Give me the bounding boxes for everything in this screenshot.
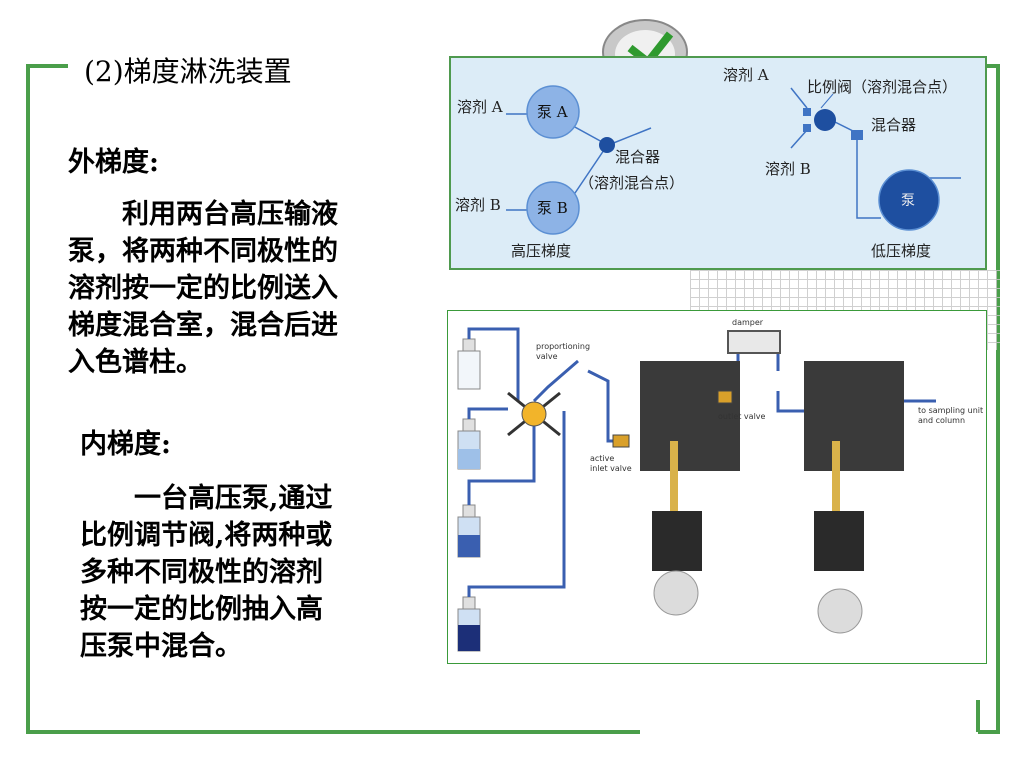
inner-line: 一台高压泵,通过: [80, 483, 333, 514]
pump-circle: [878, 169, 940, 231]
low-pressure-label: 低压梯度: [871, 242, 931, 260]
logo-icon: [602, 19, 688, 64]
active-inlet-valve-icon: [612, 434, 630, 448]
gradient-schematic: 溶剂 A 泵 A 溶剂 B 泵 B 混合器 （溶剂混合点） 高压梯度 溶剂 A …: [455, 66, 961, 260]
outer-line: 梯度混合室，混合后进: [68, 310, 338, 341]
mixer-box: [851, 130, 863, 140]
outer-line: 入色谱柱。: [68, 347, 203, 378]
cam-2: [817, 588, 863, 634]
inner-line: 压泵中混合。: [80, 631, 242, 662]
to-sampling-label: and column: [918, 416, 965, 425]
damper-box: [727, 330, 781, 354]
solvent-a-right: 溶剂 A: [723, 66, 769, 84]
proportioning-valve-label: valve: [536, 352, 558, 361]
solvent-b-right: 溶剂 B: [765, 160, 811, 178]
prop-valve-label: 比例阀（溶剂混合点）: [807, 78, 957, 96]
active-inlet-valve-label: active: [590, 454, 614, 463]
pump-b-label: 泵 B: [537, 199, 568, 217]
inner-line: 按一定的比例抽入高: [80, 594, 323, 625]
active-inlet-valve-label: inlet valve: [590, 464, 632, 473]
outer-line: 泵，将两种不同极性的: [68, 236, 338, 267]
proportioning-valve-label: proportioning: [536, 342, 590, 351]
pump-b-circle: [526, 181, 580, 235]
outer-line: 溶剂按一定的比例送入: [68, 273, 338, 304]
outlet-valve-label: outlet valve: [718, 412, 766, 421]
high-pressure-label: 高压梯度: [511, 242, 571, 260]
outer-gradient-text: 利用两台高压输液泵，将两种不同极性的溶剂按一定的比例送入梯度混合室，混合后进入色…: [68, 196, 338, 381]
mixer-dot: [599, 137, 615, 153]
frame-left-top: [26, 64, 640, 734]
solvent-b-left: 溶剂 B: [455, 196, 501, 214]
outlet-valve-icon: [717, 390, 733, 404]
pump-a-label: 泵 A: [537, 103, 568, 121]
inner-line: 比例调节阀,将两种或: [80, 520, 333, 551]
pump-label: 泵: [901, 193, 915, 209]
outer-gradient-title: 外梯度:: [68, 147, 159, 178]
pump-schematic: proportioning valve damper outlet valve …: [457, 318, 983, 652]
pump-schematic-panel: proportioning valve damper outlet valve …: [447, 310, 987, 664]
damper-label: damper: [732, 318, 764, 327]
to-sampling-label: to sampling unit: [918, 406, 983, 415]
cam-1: [653, 570, 699, 616]
outer-line: 利用两台高压输液: [68, 199, 338, 230]
mixer-right-label: 混合器: [871, 116, 916, 134]
inner-gradient-text: 一台高压泵,通过比例调节阀,将两种或多种不同极性的溶剂按一定的比例抽入高压泵中混…: [80, 480, 332, 665]
gradient-schematic-panel: 溶剂 A 泵 A 溶剂 B 泵 B 混合器 （溶剂混合点） 高压梯度 溶剂 A …: [449, 56, 987, 270]
proportioning-valve-icon: [507, 391, 561, 437]
inner-gradient-title: 内梯度:: [80, 429, 171, 460]
page-title: (2)梯度淋洗装置: [84, 55, 292, 88]
mixer-label: 混合器: [615, 148, 660, 166]
pump-a-circle: [526, 85, 580, 139]
proportioning-valve-dot: [814, 109, 836, 131]
pump-head-1: [640, 361, 740, 471]
pump-head-2: [804, 361, 904, 471]
mixer-point-label: （溶剂混合点）: [579, 174, 684, 192]
solvent-bottles: [457, 338, 481, 652]
solvent-a-left: 溶剂 A: [457, 98, 503, 116]
frame-right: [978, 64, 1000, 734]
inner-line: 多种不同极性的溶剂: [80, 557, 323, 588]
